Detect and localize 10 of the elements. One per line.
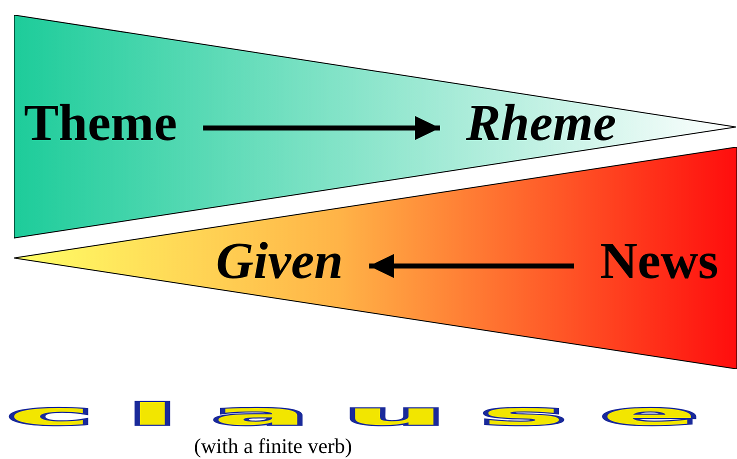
caption-text: (with a finite verb) <box>194 434 352 458</box>
stage-label: Given <box>216 234 344 290</box>
arrow <box>203 116 440 140</box>
word-art-text: clause <box>8 400 734 430</box>
wedge-shape <box>14 147 737 369</box>
arrow <box>369 254 574 278</box>
stage-label: News <box>600 234 718 290</box>
stage-label: Rheme <box>466 96 616 152</box>
wedge-shape <box>14 15 736 239</box>
stage-label: Theme <box>24 96 178 152</box>
